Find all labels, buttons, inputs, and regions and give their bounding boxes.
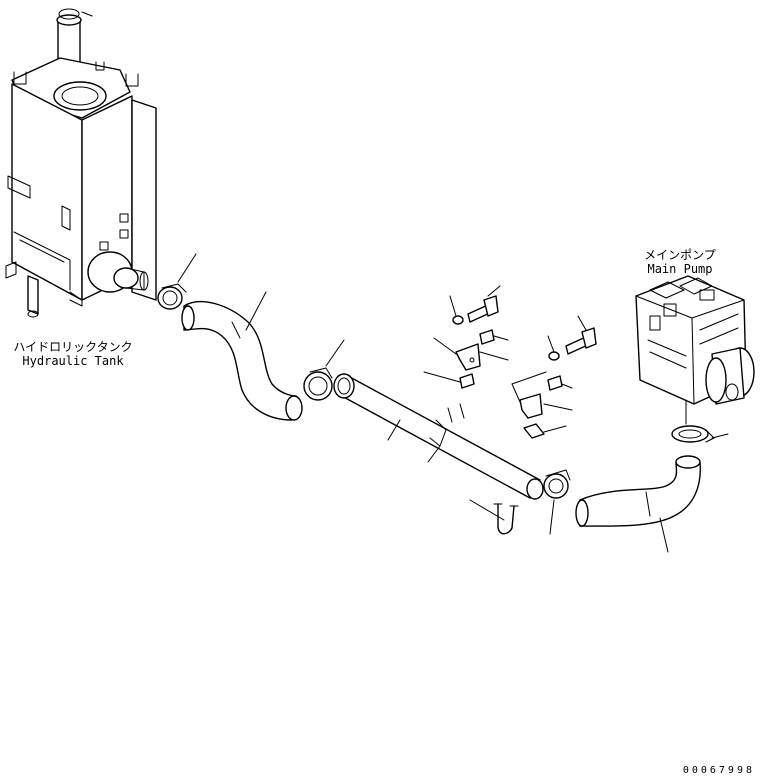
hydraulic-tank-label-jp: ハイドロリックタンク (13, 340, 133, 354)
hydraulic-tank (5, 8, 157, 318)
u-bolt (469, 499, 519, 535)
main-pump (635, 275, 755, 425)
hose-clamp-1 (157, 253, 197, 310)
main-pump-label-en: Main Pump (647, 262, 713, 276)
suction-hose-1 (181, 291, 303, 421)
hose-clamp-4 (671, 425, 729, 443)
hose-clamp-2 (303, 339, 345, 401)
hydraulic-tank-label-en: Hydraulic Tank (22, 354, 124, 368)
suction-hose-2 (575, 455, 701, 553)
hydraulic-tank-label: ハイドロリックタンク Hydraulic Tank (8, 340, 138, 368)
bracket-group-1 (423, 285, 509, 389)
suction-pipe (333, 373, 544, 500)
bracket-group-2 (511, 315, 597, 439)
main-pump-label: メインポンプ Main Pump (630, 248, 730, 276)
document-number: 00067998 (682, 765, 755, 776)
main-pump-label-jp: メインポンプ (644, 248, 716, 262)
hose-clamp-3 (543, 469, 571, 535)
